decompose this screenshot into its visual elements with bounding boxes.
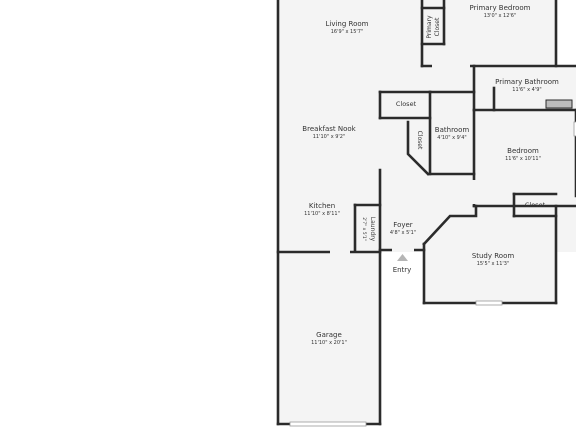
study-room-dims: 15'5" x 11'3" — [477, 261, 510, 267]
primary-closet-line2: Closet — [434, 17, 441, 36]
window-bedroom — [573, 121, 576, 137]
primary-closet-line1: Primary — [426, 15, 433, 39]
floor-garage — [278, 252, 380, 424]
foyer-name: Foyer — [393, 221, 413, 229]
primary-bedroom-dims: 13'0" x 12'6" — [484, 13, 517, 19]
vanity-fixture — [545, 99, 573, 109]
floor-study-room — [424, 206, 556, 303]
study-room-name: Study Room — [472, 252, 515, 260]
bedroom-name: Bedroom — [507, 147, 539, 155]
wall-bath-closet — [406, 120, 430, 176]
foyer-dims: 4'8" x 5'1" — [390, 230, 416, 236]
kitchen-name: Kitchen — [309, 202, 335, 210]
garage-dims: 11'10" x 20'1" — [311, 340, 347, 346]
primary-bathroom-name: Primary Bathroom — [495, 78, 559, 86]
openings — [330, 64, 476, 254]
bedroom-dims: 11'6" x 10'11" — [505, 156, 541, 162]
breakfast-nook-name: Breakfast Nook — [302, 125, 356, 133]
window-study — [475, 300, 503, 306]
living-room-name: Living Room — [326, 20, 369, 28]
laundry-name: Laundry — [369, 217, 376, 242]
room-labels: Living Room 16'9" x 15'7" Primary Bedroo… — [302, 4, 559, 346]
breakfast-nook-dims: 11'10" x 9'2" — [313, 134, 346, 140]
garage-door — [289, 421, 367, 427]
entry-label: Entry — [393, 266, 412, 274]
windows — [289, 99, 576, 427]
entry-arrow-icon — [397, 254, 408, 261]
floor-fills — [278, 0, 576, 424]
kitchen-dims: 11'10" x 8'11" — [304, 211, 340, 217]
living-room-dims: 16'9" x 15'7" — [331, 29, 364, 35]
bathroom-dims: 4'10" x 9'4" — [437, 135, 466, 141]
primary-bedroom-name: Primary Bedroom — [470, 4, 531, 12]
bathroom-name: Bathroom — [435, 126, 470, 134]
garage-name: Garage — [316, 331, 342, 339]
closet-top-name: Closet — [396, 100, 417, 108]
closet-bath-name: Closet — [416, 131, 423, 150]
laundry-dims: 2'7" x 5'1" — [361, 217, 367, 241]
primary-bathroom-dims: 11'6" x 4'9" — [512, 87, 541, 93]
wall-study-angled — [422, 204, 478, 246]
closet-bedroom-name: Closet — [525, 201, 546, 209]
